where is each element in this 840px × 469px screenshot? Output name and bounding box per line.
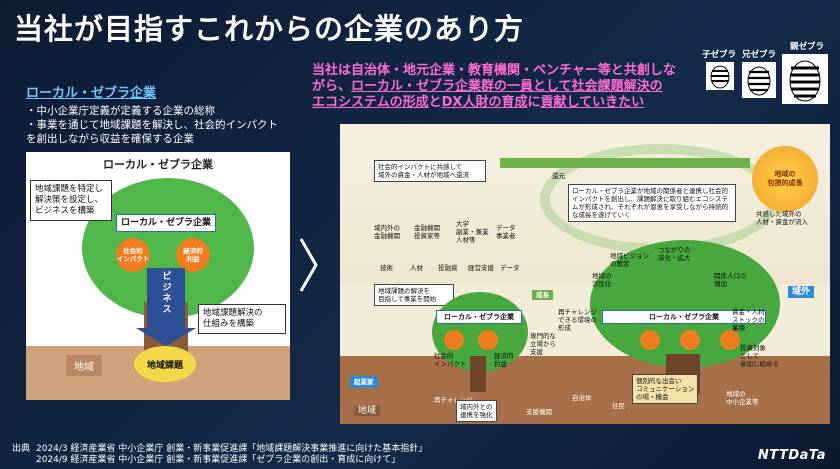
eco-small-social bbox=[444, 330, 464, 350]
footer-label: 出典 bbox=[12, 444, 31, 454]
footer-sources: 出典 2024/3 経済産業省 中小企業庁 創業・新事業促進課「地域課題解決事業推… bbox=[12, 444, 427, 466]
eco-expert: 専門的な 立場から 支援 bbox=[530, 332, 556, 356]
mission-line-3a: エコシステムの形成 bbox=[312, 95, 429, 110]
social-impact-circle: 社会的 インパクト bbox=[116, 238, 150, 272]
mission-line-3d: に bbox=[527, 95, 541, 110]
eco-small-zebra: ローカル・ゼブラ企業 bbox=[436, 310, 522, 324]
economic-profit-circle: 経済的 利益 bbox=[176, 238, 210, 272]
eco-big-dot-3 bbox=[720, 330, 740, 350]
section-title: ローカル・ゼブラ企業 bbox=[26, 86, 157, 101]
zebra-child-icon bbox=[710, 65, 730, 89]
zebra-parent-label: 親ゼブラ bbox=[790, 42, 825, 52]
diagram-title: ローカル・ゼブラ企業 bbox=[103, 158, 213, 171]
eco-connection: つながりの 深化・拡大 bbox=[658, 246, 691, 262]
eco-actor-3: 大学 副業・兼業 人材等 bbox=[456, 220, 489, 244]
eco-return-label: 還元 bbox=[552, 172, 565, 180]
eco-residents: 住民 bbox=[612, 402, 625, 410]
eco-big-dot-1 bbox=[640, 330, 660, 350]
eco-small-economic bbox=[478, 330, 498, 350]
mission-line-2a: がら、 bbox=[312, 79, 352, 94]
eco-vision: 地域ビジョン の策定 bbox=[610, 252, 649, 268]
eco-capital: 資金・人材 ストックの 蓄積 bbox=[732, 308, 765, 332]
eco-activation: 地域の 活性化 bbox=[592, 272, 612, 288]
eco-social-label: 社会的 インパクト bbox=[434, 352, 467, 368]
zebra-sibling-label: 兄ゼブラ bbox=[742, 50, 777, 60]
eco-resource-1: 技術 bbox=[380, 264, 393, 272]
mission-line-3b: と bbox=[428, 95, 442, 110]
eco-actor-4: データ 事業者 bbox=[496, 224, 516, 240]
zebra-company-label: ローカル・ゼブラ企業 bbox=[116, 214, 216, 232]
eco-small-trunk bbox=[470, 356, 486, 392]
eco-growth-label: 成長 bbox=[532, 290, 553, 300]
desc-line-2: ・事業を通じて地域課題を解決し、社会的インパクト bbox=[26, 119, 278, 131]
zebra-child-image bbox=[706, 62, 734, 90]
eco-support: 支援機関 bbox=[526, 408, 552, 416]
eco-top-box: 社会的インパクトに共感して 域外の資金・人材が地域へ還流 bbox=[374, 160, 486, 182]
mission-line-3e: 貢献していきたい bbox=[540, 95, 645, 110]
eco-outside-label: 域外 bbox=[788, 286, 815, 298]
footer-source-2: 2024/9 経済産業省 中小企業庁 創業・新事業促進課「ゼブラ企業の創出・育成… bbox=[36, 455, 401, 465]
eco-middle-box: ローカル・ゼブラ企業が地域の関係者と連携し社会的 インパクトを創出し、課題解決に… bbox=[568, 184, 736, 222]
eco-actor-1: 域内外の 金融機関 bbox=[374, 224, 400, 240]
eco-actor-2: 金融機関 投資家等 bbox=[414, 224, 440, 240]
eco-local-biz: 地域の 中小企業等 bbox=[726, 390, 759, 406]
mission-line-1: 当社は自治体・地元企業・教育機関・ベンチャー等と共創しな bbox=[312, 63, 676, 78]
eco-region: 地域 bbox=[354, 406, 381, 416]
eco-outside-box: 共感した域外の 人材・資金が流入 bbox=[756, 210, 808, 226]
zebra-sibling-image bbox=[742, 62, 776, 98]
eco-gov: 自治体 bbox=[572, 394, 592, 402]
zebra-parent-icon bbox=[789, 60, 821, 102]
eco-resource-3: 投融資 bbox=[438, 264, 458, 272]
zebra-sibling-icon bbox=[747, 66, 771, 96]
desc-line-1: ・中小企業庁定義が定義する企業の総称 bbox=[26, 105, 215, 117]
mission-line-3c: DX人財の育成 bbox=[441, 95, 528, 110]
eco-big-dot-2 bbox=[680, 330, 700, 350]
ground-label: 地域 bbox=[66, 355, 102, 376]
eco-inflow: 関係人口の 増加 bbox=[714, 272, 747, 288]
mission-line-2b: ローカル・ゼブラ企業群の一員として社会課題解決の bbox=[351, 79, 663, 94]
eco-challenge: 再チャレンジ できる環境の 形成 bbox=[558, 308, 597, 332]
eco-resource-5: データ bbox=[500, 264, 520, 272]
footer-source-1: 2024/3 経済産業省 中小企業庁 創業・新事業促進課「地域課題解決事業推進に… bbox=[36, 444, 428, 454]
mission-statement: 当社は自治体・地元企業・教育機関・ベンチャー等と共創しな がら、ローカル・ゼブラ… bbox=[312, 63, 692, 111]
eco-rechallenge: 再チャレンジ bbox=[434, 396, 473, 404]
eco-reinvest: 投資対象 として 参加し始める bbox=[740, 344, 779, 368]
eco-resource-4: 経営支援 bbox=[468, 264, 494, 272]
ecosystem-illustration: 社会的インパクトに共感して 域外の資金・人材が地域へ還流 還元 地域の 包摂的成… bbox=[340, 124, 830, 424]
eco-economic-label: 経済的 利益 bbox=[494, 352, 514, 368]
eco-ground bbox=[340, 356, 830, 424]
eco-left-box: 地域課題の解決を 目指して事業を開始 bbox=[374, 284, 454, 306]
eco-entrepreneur: 起業家 bbox=[350, 376, 378, 388]
zebra-parent-image bbox=[782, 54, 828, 104]
mission-line-2: がら、ローカル・ゼブラ企業群の一員として社会課題解決の bbox=[312, 79, 692, 95]
eco-resource-2: 人材 bbox=[410, 264, 423, 272]
box-build-mechanism: 地域課題解決の 仕組みを構築 bbox=[198, 304, 286, 334]
business-arrow-head bbox=[136, 328, 196, 346]
description: ・中小企業庁定義が定義する企業の総称 ・事業を通じて地域課題を解決し、社会的イン… bbox=[26, 104, 326, 146]
zebra-tree-diagram: ローカル・ゼブラ企業 地域 地域課題を特定し 解決策を設定し、 ビジネスを構築 … bbox=[26, 152, 290, 400]
chevron-right-icon bbox=[299, 238, 318, 292]
box-identify-issue: 地域課題を特定し 解決策を設定し、 ビジネスを構築 bbox=[30, 180, 112, 221]
eco-sun: 地域の 包摂的成長 bbox=[752, 146, 818, 212]
business-arrow-label: ビジネス bbox=[162, 272, 172, 315]
page-title: 当社が目指すこれからの企業のあり方 bbox=[14, 12, 525, 46]
business-arrow bbox=[147, 268, 185, 330]
desc-line-3: を創出しながら収益を確保する企業 bbox=[26, 133, 194, 145]
eco-big-zebra: ローカル・ゼブラ企業 bbox=[602, 310, 766, 324]
zebra-child-label: 子ゼブラ bbox=[702, 50, 737, 60]
eco-collab: 域内外との 連携を強化 bbox=[456, 400, 497, 422]
region-issue-circle: 地域課題 bbox=[134, 346, 196, 382]
mission-line-3: エコシステムの形成とDX人財の育成に貢献していきたい bbox=[312, 95, 692, 111]
eco-community: 個別的な出会い コミュニケーション の場・機会 bbox=[632, 374, 699, 404]
zebra-family: 子ゼブラ 兄ゼブラ 親ゼブラ bbox=[680, 40, 830, 120]
eco-flow-arrow bbox=[500, 158, 750, 168]
ntt-data-logo: NTTDaTa bbox=[757, 448, 826, 463]
